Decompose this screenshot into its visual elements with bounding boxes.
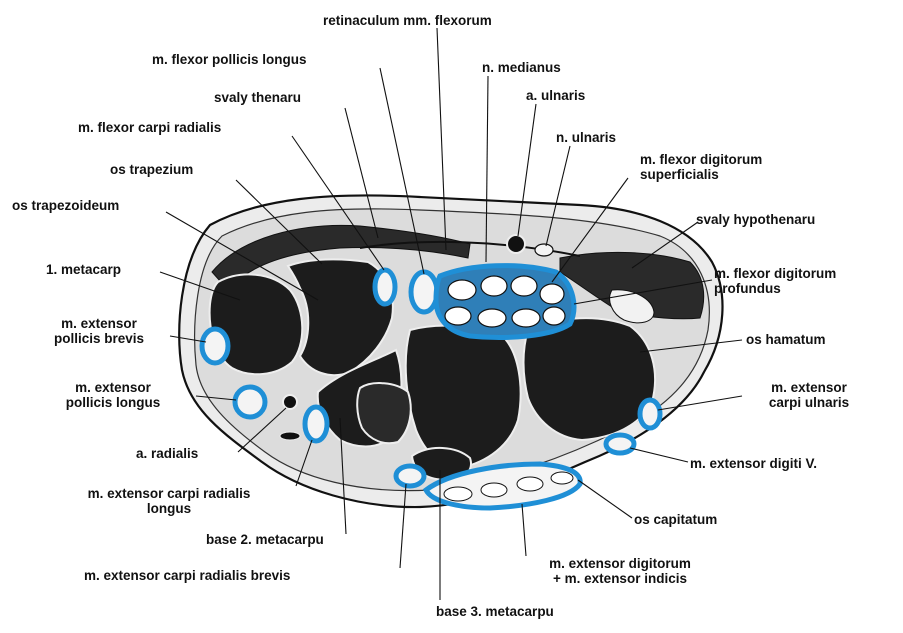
tendon-7 bbox=[512, 309, 540, 327]
tendon-2 bbox=[481, 276, 507, 296]
ecrl-sheath bbox=[305, 407, 327, 441]
leader-ed bbox=[522, 504, 526, 556]
leader-capitatum bbox=[578, 480, 632, 518]
label-epl: m. extensor pollicis longus bbox=[30, 380, 196, 410]
tendon-4 bbox=[540, 284, 564, 304]
label-base3: base 3. metacarpu bbox=[436, 604, 554, 619]
ext-tendon-3 bbox=[517, 477, 543, 491]
label-epb: m. extensor pollicis brevis bbox=[24, 316, 174, 346]
label-fdp-line2: profundus bbox=[714, 281, 836, 296]
tendon-8 bbox=[543, 307, 565, 325]
leader-edv bbox=[630, 448, 688, 462]
label-epb-line2: pollicis brevis bbox=[24, 331, 174, 346]
label-trapezium: os trapezium bbox=[110, 162, 193, 177]
radial-artery bbox=[283, 395, 297, 409]
label-epl-line1: m. extensor bbox=[30, 380, 196, 395]
label-fpl: m. flexor pollicis longus bbox=[152, 52, 307, 67]
label-ecu-line1: m. extensor bbox=[744, 380, 874, 395]
label-capitatum: os capitatum bbox=[634, 512, 717, 527]
ext-tendon-1 bbox=[444, 487, 472, 501]
label-fds-line1: m. flexor digitorum bbox=[640, 152, 762, 167]
tendon-6 bbox=[478, 309, 506, 327]
label-epl-line2: pollicis longus bbox=[30, 395, 196, 410]
label-epb-line1: m. extensor bbox=[24, 316, 174, 331]
label-fcr: m. flexor carpi radialis bbox=[78, 120, 221, 135]
label-ecrb: m. extensor carpi radialis brevis bbox=[84, 568, 290, 583]
ext-tendon-4 bbox=[551, 472, 573, 484]
label-metacarp1: 1. metacarp bbox=[46, 262, 121, 277]
radial-vein bbox=[280, 432, 300, 440]
tendon-3 bbox=[511, 276, 537, 296]
label-ecu: m. extensor carpi ulnaris bbox=[744, 380, 874, 410]
label-thenar: svaly thenaru bbox=[214, 90, 301, 105]
ext-tendon-2 bbox=[481, 483, 507, 497]
label-ed-line1: m. extensor digitorum bbox=[510, 556, 730, 571]
hamate-bone bbox=[524, 318, 656, 440]
label-trapezoid: os trapezoideum bbox=[12, 198, 119, 213]
ecu-sheath bbox=[640, 400, 660, 428]
label-fds: m. flexor digitorum superficialis bbox=[640, 152, 762, 182]
label-ecu-line2: carpi ulnaris bbox=[744, 395, 874, 410]
fpl-sheath bbox=[411, 272, 437, 312]
tendon-1 bbox=[448, 280, 476, 300]
label-ulnaris-n: n. ulnaris bbox=[556, 130, 616, 145]
label-ed: m. extensor digitorum + m. extensor indi… bbox=[510, 556, 730, 586]
label-radialis: a. radialis bbox=[136, 446, 198, 461]
label-ecrl-line1: m. extensor carpi radialis bbox=[34, 486, 304, 501]
label-fdp: m. flexor digitorum profundus bbox=[714, 266, 836, 296]
label-base2: base 2. metacarpu bbox=[206, 532, 324, 547]
epl-sheath bbox=[235, 387, 265, 417]
edv-sheath bbox=[606, 435, 634, 453]
label-medianus: n. medianus bbox=[482, 60, 561, 75]
ulnar-artery bbox=[507, 235, 525, 253]
label-hypothenar: svaly hypothenaru bbox=[696, 212, 815, 227]
label-ulnaris-a: a. ulnaris bbox=[526, 88, 585, 103]
label-fdp-line1: m. flexor digitorum bbox=[714, 266, 836, 281]
fcr-sheath bbox=[375, 270, 395, 304]
epb-sheath bbox=[202, 329, 228, 363]
ecrb-sheath bbox=[396, 466, 424, 486]
label-ecrl: m. extensor carpi radialis longus bbox=[34, 486, 304, 516]
label-hamatum: os hamatum bbox=[746, 332, 826, 347]
tendon-5 bbox=[445, 307, 471, 325]
label-edv: m. extensor digiti V. bbox=[690, 456, 817, 471]
label-ed-line2: + m. extensor indicis bbox=[510, 571, 730, 586]
label-ecrl-line2: longus bbox=[34, 501, 304, 516]
label-fds-line2: superficialis bbox=[640, 167, 762, 182]
label-retinaculum: retinaculum mm. flexorum bbox=[323, 13, 492, 28]
ulnar-nerve bbox=[535, 244, 553, 256]
